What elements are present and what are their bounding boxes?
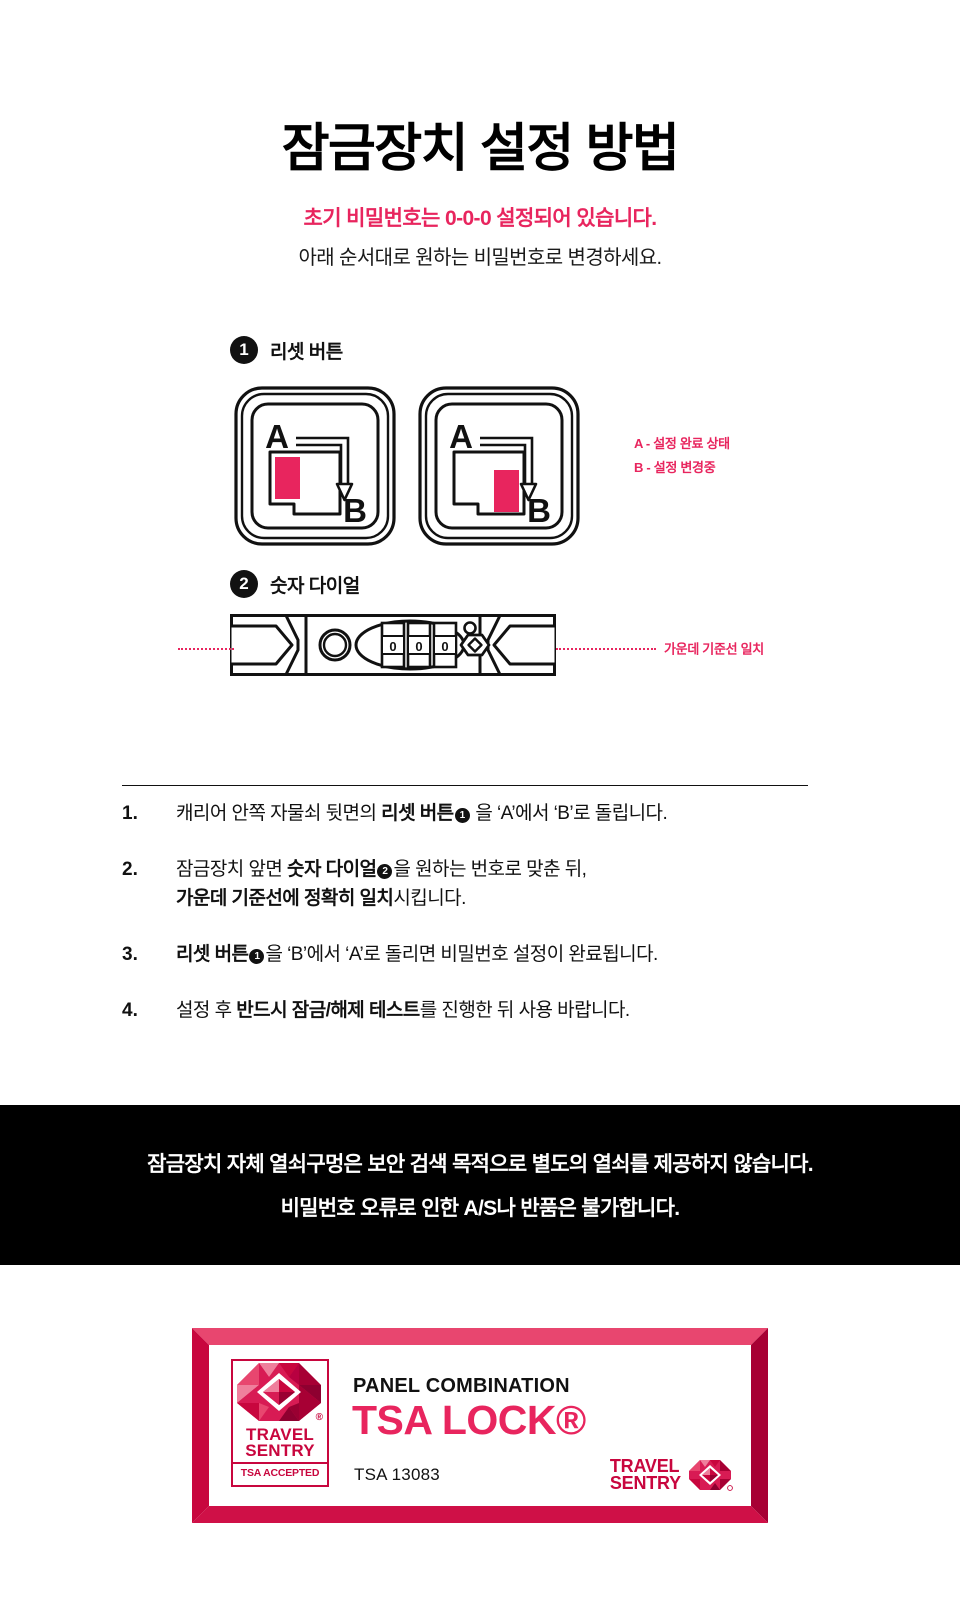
lock-body-diagram: 0 0 0 <box>230 614 556 676</box>
warning-line-1: 잠금장치 자체 열쇠구멍은 보안 검색 목적으로 별도의 열쇠를 제공하지 않습… <box>147 1153 814 1176</box>
centerline-left <box>178 647 234 650</box>
instruction-number: 1. <box>122 803 138 824</box>
dial-value-2: 0 <box>415 639 422 654</box>
badge-inner-area: ® TRAVEL SENTRY TSA ACCEPTED PANEL COMBI… <box>209 1345 751 1506</box>
instruction-1-part-1: 캐리어 안쪽 자물쇠 뒷면의 <box>176 803 382 824</box>
tsa-accepted-label: TSA ACCEPTED <box>233 1462 327 1479</box>
instruction-intro: 아래 순서대로 원하는 비밀번호로 변경하세요. <box>298 247 663 270</box>
instruction-number: 2. <box>122 858 138 880</box>
bevel-bottom <box>192 1506 768 1523</box>
instruction-2-part-4: 을 원하는 번호로 맞춘 뒤, <box>393 858 587 880</box>
dial-value-3: 0 <box>441 639 448 654</box>
travel-sentry-diamond-icon <box>237 1363 321 1421</box>
travel-sentry-diamond-box: ® <box>233 1359 325 1425</box>
dial-value-1: 0 <box>389 639 396 654</box>
legend-item-b: B - 설정 변경중 <box>634 460 716 476</box>
badge-bevel-frame <box>192 1328 768 1523</box>
inline-badge-2: 2 <box>377 863 393 879</box>
instruction-3-part-1: 리셋 버튼 <box>176 943 249 965</box>
instruction-text: 설정 후 반드시 잠금/해제 테스트를 진행한 뒤 사용 바랍니다. <box>176 997 630 1026</box>
panel-a-slider <box>275 457 300 499</box>
centerline-note: 가운데 기준선 일치 <box>664 641 764 656</box>
lock-body-diagram-wrapper: 가운데 기준선 일치 0 0 <box>178 614 764 681</box>
instruction-4-part-3: 를 진행한 뒤 사용 바랍니다. <box>419 999 630 1021</box>
instruction-2-part-2: 숫자 다이얼 <box>287 858 377 880</box>
instruction-4-part-2: 반드시 잠금/해제 테스트 <box>236 999 420 1021</box>
dial-group: 0 0 0 <box>380 621 458 669</box>
travel-sentry-small-logo: TRAVEL SENTRY <box>609 1456 733 1493</box>
panel-b-slider <box>494 470 519 512</box>
warning-banner: 잠금장치 자체 열쇠구멍은 보안 검색 목적으로 별도의 열쇠를 제공하지 않습… <box>0 1105 960 1265</box>
section-divider <box>122 785 808 786</box>
instruction-3-part-3: 을 ‘B’에서 ‘A’로 돌리면 비밀번호 설정이 완료됩니다. <box>265 943 658 965</box>
panel-b-label-a: A <box>449 418 473 455</box>
warning-line-2: 비밀번호 오류로 인한 A/S나 반품은 불가합니다. <box>280 1197 681 1220</box>
page-header: 잠금장치 설정 방법 초기 비밀번호는 0-0-0 설정되어 있습니다. 아래 … <box>0 0 960 270</box>
instruction-number: 3. <box>122 943 138 965</box>
tsa-code-label: TSA 13083 <box>354 1465 440 1484</box>
instruction-2-part-6: 가운데 기준선에 정확히 일치 <box>176 887 394 909</box>
list-item: 4. 설정 후 반드시 잠금/해제 테스트를 진행한 뒤 사용 바랍니다. <box>122 997 852 1026</box>
panel-a-label-a: A <box>265 418 289 455</box>
tsa-lock-title: TSA LOCK® <box>352 1397 586 1443</box>
instruction-2-part-7: 시킵니다. <box>393 887 466 909</box>
instruction-1-part-2: 리셋 버튼 <box>381 803 454 824</box>
reset-button-legend: A - 설정 완료 상태 B - 설정 변경중 <box>634 432 730 480</box>
step-1-heading: 1 리셋 버튼 <box>230 336 586 364</box>
inline-badge-1: 1 <box>249 948 265 964</box>
tsa-lock-badge: ® TRAVEL SENTRY TSA ACCEPTED PANEL COMBI… <box>192 1328 768 1523</box>
legend-item-a: A - 설정 완료 상태 <box>634 436 730 451</box>
registered-mark: ® <box>315 1412 323 1423</box>
centerline-right <box>556 647 656 650</box>
panel-b-label-b: B <box>527 492 551 529</box>
step-1-label: 리셋 버튼 <box>270 341 343 363</box>
step-1-number-badge: 1 <box>230 336 258 364</box>
travel-sentry-small-wordmark: TRAVEL SENTRY <box>609 1456 681 1493</box>
step-2-number-badge: 2 <box>230 570 258 598</box>
inline-badge-1: 1 <box>454 808 470 823</box>
instruction-2-part-1: 잠금장치 앞면 <box>176 858 288 880</box>
step-1-reset-button: 1 리셋 버튼 A B A B <box>230 336 730 552</box>
reset-button-diagrams: A B A B <box>230 382 586 552</box>
instruction-number: 4. <box>122 999 138 1021</box>
bevel-right <box>751 1328 768 1523</box>
bevel-left <box>192 1328 209 1523</box>
step-2-label: 숫자 다이얼 <box>270 575 360 597</box>
panel-a-label-b: B <box>343 492 367 529</box>
panel-combination-label: PANEL COMBINATION <box>353 1375 570 1397</box>
page-title: 잠금장치 설정 방법 <box>281 120 680 178</box>
bevel-top <box>192 1328 768 1345</box>
small-logo-word-1: TRAVEL <box>609 1456 680 1477</box>
reset-button-panel-a-diagram: A B <box>234 386 396 546</box>
reset-button-panel-b-diagram: A B <box>418 386 580 546</box>
travel-sentry-wordmark: TRAVEL SENTRY <box>245 1425 315 1461</box>
step-2-heading: 2 숫자 다이얼 <box>230 570 556 598</box>
instruction-1-part-4: 을 ‘A’에서 ‘B’로 돌립니다. <box>470 803 668 824</box>
travel-sentry-word-1: TRAVEL <box>246 1425 314 1444</box>
travel-sentry-mark: ® TRAVEL SENTRY TSA ACCEPTED <box>231 1359 329 1487</box>
default-password-notice: 초기 비밀번호는 0-0-0 설정되어 있습니다. <box>303 207 658 231</box>
travel-sentry-word-2: SENTRY <box>245 1441 315 1461</box>
small-logo-word-2: SENTRY <box>609 1473 681 1493</box>
instruction-4-part-1: 설정 후 <box>176 999 237 1021</box>
step-2-number-dial: 2 숫자 다이얼 가운데 기준선 일치 <box>178 570 764 681</box>
travel-sentry-small-diamond-icon <box>689 1460 733 1491</box>
